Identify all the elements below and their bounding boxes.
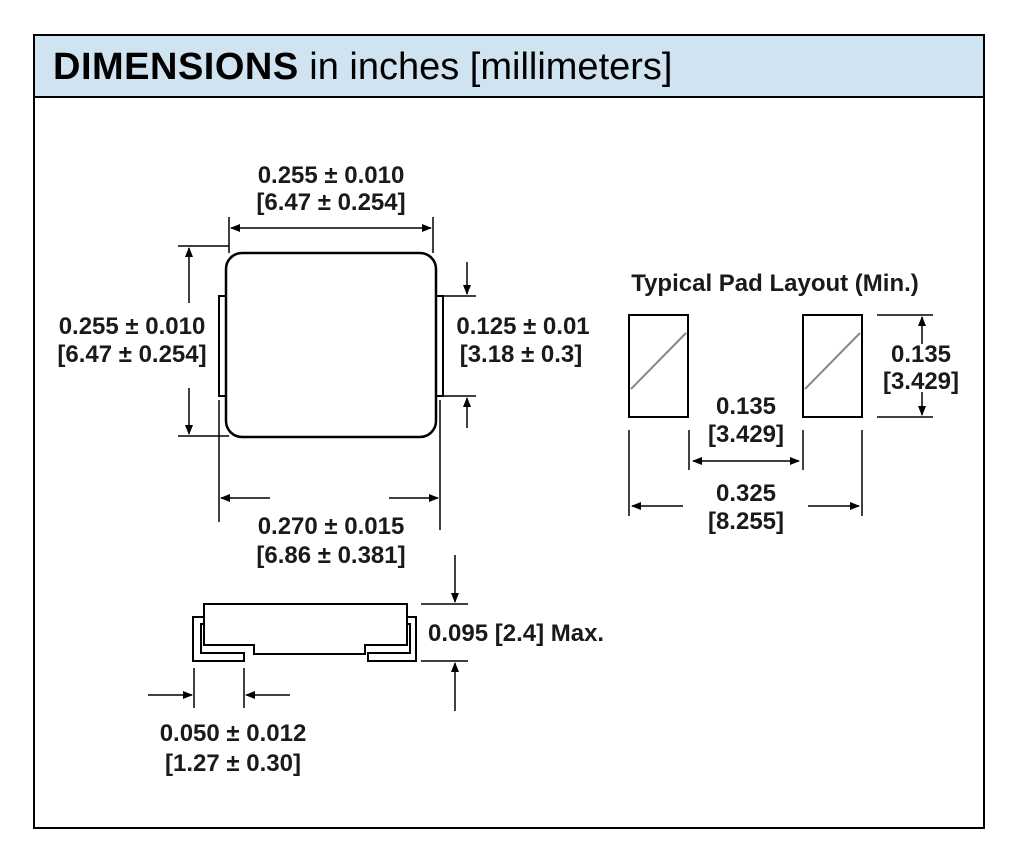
pad-layout-title: Typical Pad Layout (Min.) [631,270,919,297]
pad-gap-inch-label: 0.135 [716,393,776,420]
right-terminal [435,295,444,397]
pad-hatch [630,332,687,390]
right-lead [367,616,417,662]
pad-gap-mm-label: [3.429] [708,421,784,448]
overall-width-inch-label: 0.270 ± 0.015 [258,513,405,540]
overall-width-mm-label: [6.86 ± 0.381] [256,542,405,569]
terminal-width-inch-label: 0.050 ± 0.012 [160,720,307,747]
total-span-mm-label: [8.255] [708,508,784,535]
right-pad [802,314,863,418]
terminal-mm-label: [3.18 ± 0.3] [460,341,583,368]
side-view: 0.095 [2.4] Max. 0.050 ± 0.012 [1.27 ± 0… [148,555,604,777]
pad-hatch [804,332,861,390]
terminal-inch-label: 0.125 ± 0.01 [456,313,589,340]
header-subtitle: in inches [millimeters] [298,46,673,88]
left-pad [628,314,689,418]
height-inch-label: 0.255 ± 0.010 [59,313,206,340]
left-terminal [218,295,227,397]
side-height-label: 0.095 [2.4] Max. [428,620,604,647]
pad-layout: Typical Pad Layout (Min.) 0.135 [3.429] … [628,270,959,535]
header-bold-title: DIMENSIONS [53,46,299,88]
width-inch-label: 0.255 ± 0.010 [258,162,405,189]
pad-height-inch-label: 0.135 [891,341,951,368]
total-span-inch-label: 0.325 [716,480,776,507]
width-mm-label: [6.47 ± 0.254] [256,189,405,216]
panel-header: DIMENSIONS in inches [millimeters] [35,36,983,98]
component-body [224,251,438,439]
height-mm-label: [6.47 ± 0.254] [57,341,206,368]
side-body-outline [203,603,408,655]
left-lead [192,616,245,662]
top-view: 0.255 ± 0.010 [6.47 ± 0.254] 0.255 ± 0.0… [57,162,589,569]
pad-height-mm-label: [3.429] [883,368,959,395]
terminal-width-mm-label: [1.27 ± 0.30] [165,750,301,777]
